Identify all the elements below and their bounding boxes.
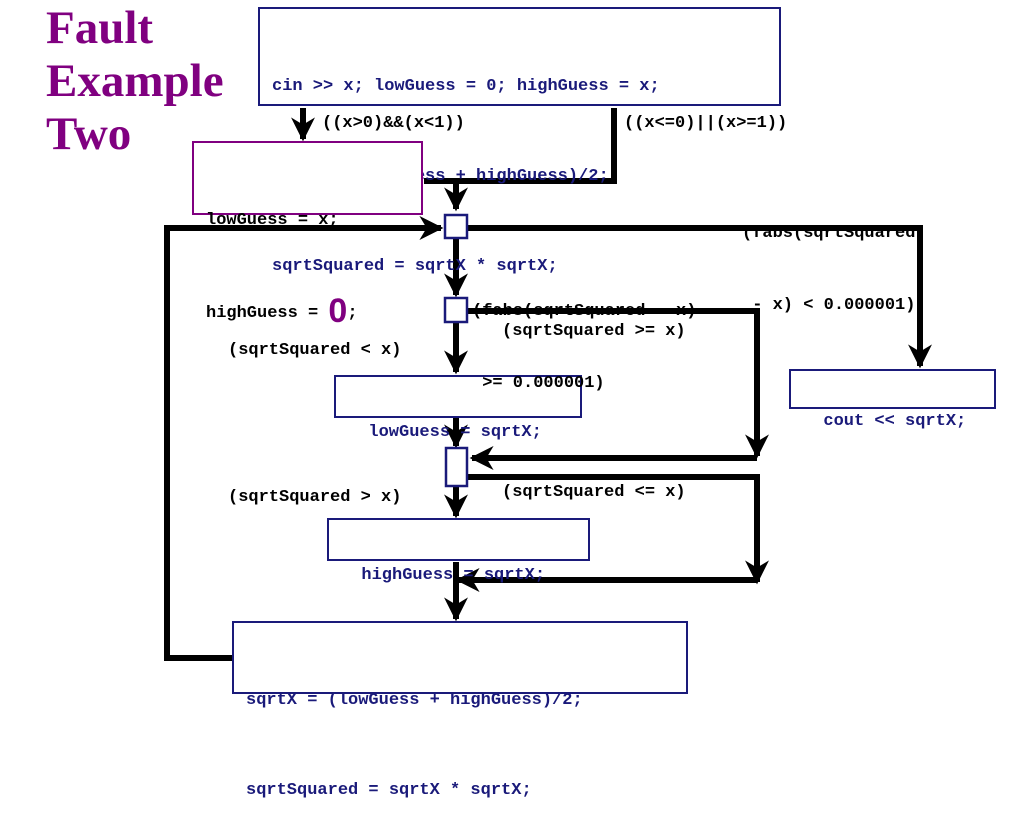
label-line: >= 0.000001)	[472, 374, 605, 393]
output-block: cout << sqrtX;	[789, 369, 996, 431]
label-square-less: (sqrtSquared < x)	[228, 341, 402, 360]
label-line: (fabs(sqrtSquared - x)	[472, 302, 697, 321]
loop-merge-node	[443, 213, 469, 240]
label-square-greater: (sqrtSquared > x)	[228, 488, 402, 507]
recompute-block: sqrtX = (lowGuess + highGuess)/2; sqrtSq…	[232, 621, 688, 800]
slide-title: Fault Example Two	[46, 2, 224, 161]
code-line: cout << sqrtX;	[823, 412, 967, 431]
code-line: sqrtSquared = sqrtX * sqrtX;	[272, 257, 558, 276]
loop-test-node	[443, 296, 469, 324]
code-line: sqrtSquared = sqrtX * sqrtX;	[246, 781, 532, 800]
code-line: lowGuess = sqrtX;	[368, 423, 542, 442]
edge-skip-low-update	[468, 308, 769, 459]
label-not-converged: (fabs(sqrtSquared - x) >= 0.000001)	[472, 252, 696, 420]
code-text: highGuess =	[206, 304, 329, 323]
label-x-in-unit: ((x>0)&&(x<1))	[322, 114, 465, 133]
code-line: highGuess = 0;	[206, 294, 409, 329]
label-line: - x) < 0.000001)	[742, 296, 916, 315]
title-line: Fault	[46, 2, 154, 54]
flow-edges	[164, 108, 932, 661]
label-square-le: (sqrtSquared <= x)	[502, 483, 686, 502]
high-update-block: highGuess = sqrtX;	[327, 518, 590, 585]
label-converged: (fabs(sqrtSquared - x) < 0.000001)	[742, 174, 915, 342]
code-text: ;	[347, 304, 358, 323]
edge-fault-to-merge	[424, 178, 468, 212]
join-node	[444, 446, 469, 488]
init-block: cin >> x; lowGuess = 0; highGuess = x; s…	[258, 7, 781, 276]
fault-block: lowGuess = x; highGuess = 0;	[192, 141, 423, 328]
fault-value: 0	[328, 292, 348, 330]
label-x-outside-unit: ((x<=0)||(x>=1))	[624, 114, 788, 133]
label-square-ge: (sqrtSquared >= x)	[502, 322, 686, 341]
edge-loop-back	[164, 216, 444, 661]
title-line: Example	[46, 55, 224, 107]
code-line: highGuess = sqrtX;	[361, 566, 546, 585]
title-line: Two	[46, 108, 132, 160]
edge-init-to-merge	[456, 108, 617, 184]
edge-converged-to-output	[468, 225, 932, 369]
label-line: (fabs(sqrtSquared	[742, 224, 916, 243]
low-update-block: lowGuess = sqrtX;	[334, 375, 582, 442]
code-line: cin >> x; lowGuess = 0; highGuess = x;	[272, 77, 660, 96]
code-line: lowGuess = x;	[206, 211, 339, 230]
edge-skip-high-update	[468, 474, 769, 585]
code-line: sqrtX = (lowGuess + highGuess)/2;	[246, 691, 583, 710]
